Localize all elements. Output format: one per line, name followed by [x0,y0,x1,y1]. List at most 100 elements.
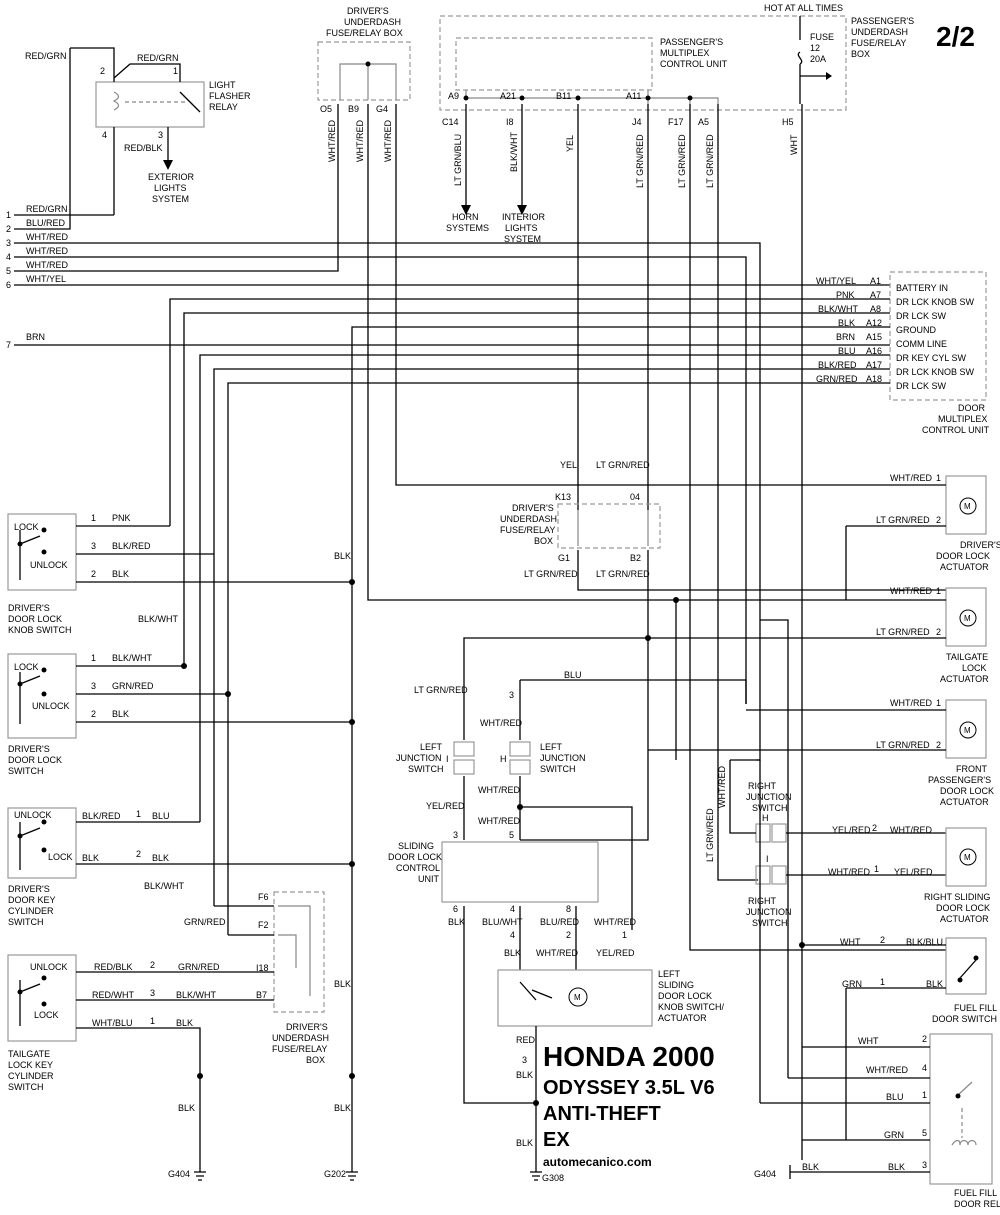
svg-text:WHT/YEL: WHT/YEL [26,274,66,284]
svg-text:H5: H5 [782,117,794,127]
svg-text:2: 2 [6,224,11,234]
svg-text:DOOR RELAY: DOOR RELAY [954,1199,1000,1209]
svg-text:4: 4 [510,930,515,940]
svg-text:LT GRN/BLU: LT GRN/BLU [453,134,463,186]
svg-text:BOX: BOX [534,536,553,546]
svg-text:WHT/RED: WHT/RED [594,917,636,927]
svg-text:RED/WHT: RED/WHT [92,990,134,1000]
svg-text:A21: A21 [500,91,516,101]
svg-text:BLK: BLK [176,1018,193,1028]
svg-text:RIGHT SLIDING: RIGHT SLIDING [924,892,990,902]
svg-text:WHT/RED: WHT/RED [480,718,522,728]
fuel-fill-door-switch: WHT 2 BLK/BLU GRN 1 BLK FUEL FILL DOOR S… [799,935,997,1140]
right-junction-switches: RIGHT JUNCTION SWITCH H I RIGHT JUNCTION… [705,759,946,928]
svg-text:GRN/RED: GRN/RED [178,962,220,972]
svg-text:DOOR: DOOR [958,403,986,413]
svg-text:BLK/WHT: BLK/WHT [144,881,185,891]
svg-text:DOOR LOCK: DOOR LOCK [8,755,62,765]
grounds: BLK BLK G404 G202 [168,1073,358,1181]
svg-text:2: 2 [936,515,941,525]
svg-text:BLK: BLK [504,948,521,958]
svg-text:O5: O5 [320,104,332,114]
svg-text:G308: G308 [542,1173,564,1183]
svg-text:C14: C14 [442,117,459,127]
svg-text:2: 2 [100,66,105,76]
svg-text:DR LCK KNOB SW: DR LCK KNOB SW [896,297,975,307]
svg-text:DR LCK SW: DR LCK SW [896,311,947,321]
svg-text:BLK: BLK [82,853,99,863]
svg-text:JUNCTION: JUNCTION [540,753,586,763]
svg-text:M: M [574,993,581,1002]
svg-text:RED/GRN: RED/GRN [25,51,67,61]
svg-text:WHT/RED: WHT/RED [890,825,932,835]
svg-text:WHT/RED: WHT/RED [478,816,520,826]
svg-text:BLK/WHT: BLK/WHT [138,614,179,624]
svg-text:BLK/WHT: BLK/WHT [176,990,217,1000]
svg-text:WHT/RED: WHT/RED [536,948,578,958]
svg-text:1: 1 [880,977,885,987]
svg-text:BLK: BLK [334,1103,351,1113]
svg-text:LT GRN/RED: LT GRN/RED [705,134,715,188]
svg-text:RIGHT: RIGHT [748,781,777,791]
svg-text:LT GRN/RED: LT GRN/RED [596,569,650,579]
svg-text:1: 1 [6,210,11,220]
svg-text:RED/BLK: RED/BLK [94,962,133,972]
svg-text:1: 1 [91,513,96,523]
svg-text:HORN: HORN [452,212,479,222]
svg-text:BLK: BLK [178,1103,195,1113]
svg-text:UNDERDASH: UNDERDASH [500,514,557,524]
svg-text:LT GRN/RED: LT GRN/RED [876,740,930,750]
svg-text:SWITCH: SWITCH [540,764,576,774]
svg-text:I: I [766,854,769,864]
svg-text:FUSE/RELAY: FUSE/RELAY [272,1044,327,1054]
svg-text:LIGHTS: LIGHTS [154,183,187,193]
svg-text:CONTROL: CONTROL [396,863,440,873]
svg-text:SWITCH: SWITCH [752,803,788,813]
svg-text:SYSTEMS: SYSTEMS [446,223,489,233]
svg-text:2: 2 [922,1034,927,1044]
svg-text:7: 7 [6,340,11,350]
front-passenger-door-lock-actuator: M WHT/RED LT GRN/RED 1 2 FRONT PASSENGER… [648,698,994,807]
svg-text:GRN: GRN [884,1130,904,1140]
svg-text:KNOB SWITCH/: KNOB SWITCH/ [658,1002,725,1012]
svg-text:UNLOCK: UNLOCK [14,810,52,820]
svg-text:UNDERDASH: UNDERDASH [344,17,401,27]
svg-text:ACTUATOR: ACTUATOR [940,562,989,572]
svg-text:I8: I8 [506,117,514,127]
svg-text:BLK: BLK [516,1138,533,1148]
svg-text:3: 3 [91,681,96,691]
svg-text:I: I [446,754,449,764]
svg-text:DOOR LOCK: DOOR LOCK [8,614,62,624]
svg-text:UNDERDASH: UNDERDASH [272,1033,329,1043]
svg-text:LEFT: LEFT [540,742,563,752]
svg-text:BLK: BLK [112,709,129,719]
svg-text:1: 1 [936,473,941,483]
title-system: ANTI-THEFT [543,1103,661,1125]
svg-text:YEL: YEL [560,460,577,470]
svg-text:ACTUATOR: ACTUATOR [658,1013,707,1023]
svg-text:5: 5 [509,830,514,840]
svg-text:CONTROL UNIT: CONTROL UNIT [660,59,728,69]
svg-text:3: 3 [150,988,155,998]
drivers-underdash-box-bottom: DRIVER'S UNDERDASH FUSE/RELAY BOX F6 F2 … [144,548,329,1065]
svg-text:G1: G1 [558,553,570,563]
svg-text:WHT/RED: WHT/RED [828,867,870,877]
svg-text:HOT AT ALL TIMES: HOT AT ALL TIMES [764,3,843,13]
svg-text:BLU: BLU [152,811,170,821]
svg-text:1: 1 [136,809,141,819]
svg-text:SLIDING: SLIDING [658,980,694,990]
svg-text:A9: A9 [448,91,459,101]
svg-text:WHT/RED: WHT/RED [890,698,932,708]
svg-text:BLK: BLK [838,318,855,328]
svg-text:I18: I18 [256,963,269,973]
svg-text:2: 2 [880,935,885,945]
svg-text:M: M [964,502,971,511]
svg-text:2: 2 [872,823,877,833]
page-number: 2/2 [936,21,975,52]
svg-text:2: 2 [136,849,141,859]
svg-text:INTERIOR: INTERIOR [502,212,546,222]
svg-text:MULTIPLEX: MULTIPLEX [660,48,709,58]
svg-text:BLK/RED: BLK/RED [818,360,857,370]
svg-text:SLIDING: SLIDING [398,841,434,851]
svg-text:UNDERDASH: UNDERDASH [851,27,908,37]
